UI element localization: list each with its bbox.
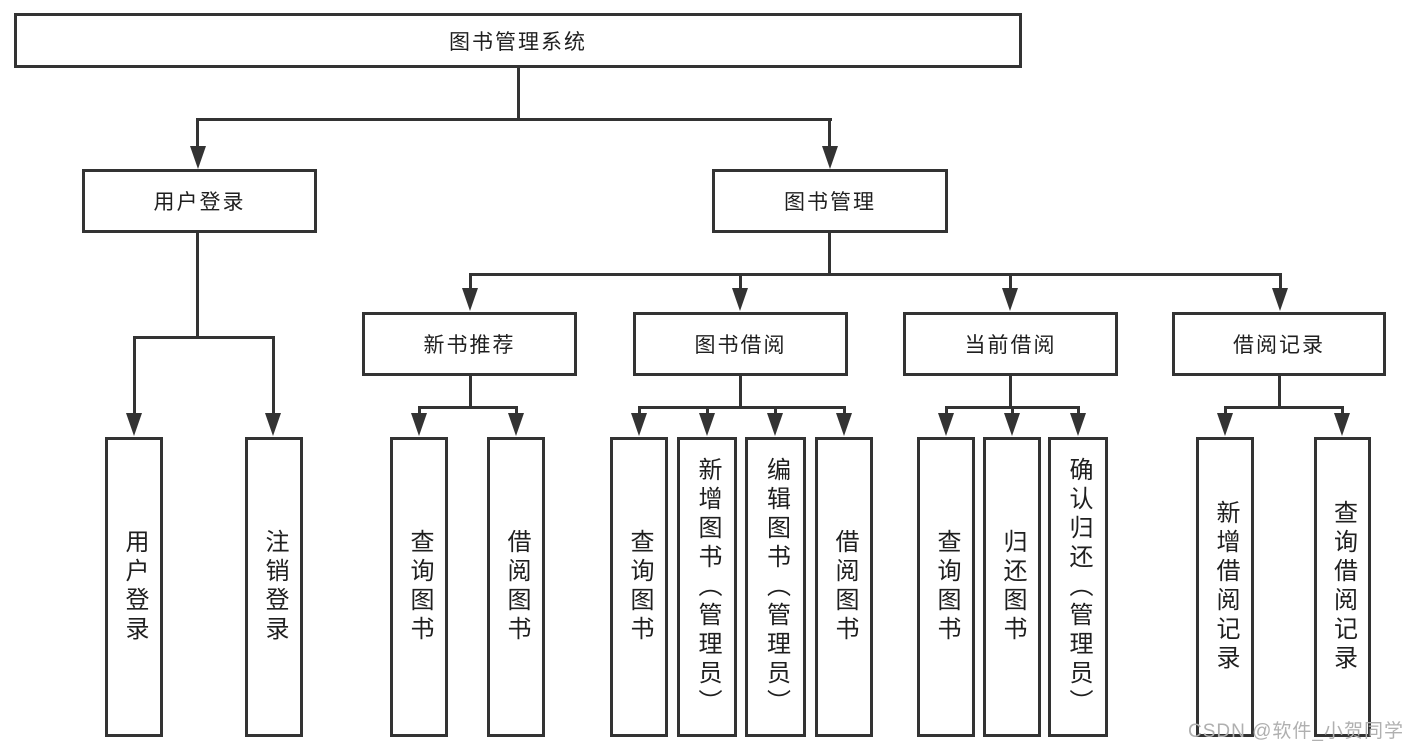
connector-drop-book-mgmt xyxy=(828,118,831,150)
arrowhead-cb-query xyxy=(938,413,954,436)
connector-drop-bb-edit xyxy=(774,406,777,418)
connector-root-stem xyxy=(517,67,520,120)
leaf-nb-query-books: 查询图书 xyxy=(390,437,448,737)
connector-drop-cb-query xyxy=(945,406,948,418)
arrowhead-cb-confirm xyxy=(1070,413,1086,436)
node-user-login-branch: 用户登录 xyxy=(82,169,317,233)
arrowhead-bb-query xyxy=(631,413,647,436)
arrowhead-bb-add xyxy=(699,413,715,436)
connector-borrow-record-hline xyxy=(1224,406,1344,409)
arrowhead-leaf-logout xyxy=(265,413,281,436)
connector-level1-hline xyxy=(196,118,832,121)
connector-drop-bb-borrow xyxy=(843,406,846,418)
arrowhead-cb-return xyxy=(1004,413,1020,436)
connector-drop-nb-borrow xyxy=(515,406,518,418)
arrowhead-user-login xyxy=(190,146,206,169)
arrowhead-new-book xyxy=(462,288,478,311)
leaf-bb-edit-books-admin: 编辑图书（管理员） xyxy=(745,437,806,737)
arrowhead-borrow-record xyxy=(1272,288,1288,311)
connector-drop-borrow-record xyxy=(1279,273,1282,293)
node-current-borrow: 当前借阅 xyxy=(903,312,1118,376)
connector-book-borrow-hline xyxy=(638,406,846,409)
arrowhead-nb-query xyxy=(411,413,427,436)
node-library-management-system: 图书管理系统 xyxy=(14,13,1022,68)
connector-drop-new-book xyxy=(469,273,472,293)
connector-book-mgmt-stem xyxy=(828,233,831,275)
leaf-user-login: 用户登录 xyxy=(105,437,163,737)
arrowhead-bb-borrow xyxy=(836,413,852,436)
connector-new-book-hline xyxy=(418,406,518,409)
leaf-br-query-borrow-record: 查询借阅记录 xyxy=(1314,437,1371,737)
connector-user-login-hline xyxy=(133,336,275,339)
connector-drop-book-borrow xyxy=(739,273,742,293)
node-book-borrow: 图书借阅 xyxy=(633,312,848,376)
node-book-mgmt-branch: 图书管理 xyxy=(712,169,948,233)
arrowhead-current-borrow xyxy=(1002,288,1018,311)
leaf-bb-add-books-admin: 新增图书（管理员） xyxy=(677,437,737,737)
csdn-watermark: CSDN @软件_小贺同学 xyxy=(1188,721,1404,742)
leaf-bb-borrow-books: 借阅图书 xyxy=(815,437,873,737)
connector-new-book-stem xyxy=(469,376,472,408)
connector-current-borrow-stem xyxy=(1009,376,1012,408)
leaf-cb-confirm-return-admin: 确认归还（管理员） xyxy=(1048,437,1108,737)
arrowhead-br-add xyxy=(1217,413,1233,436)
connector-level3-hline xyxy=(469,273,1282,276)
connector-drop-nb-query xyxy=(418,406,421,418)
leaf-cb-query-books: 查询图书 xyxy=(917,437,975,737)
connector-drop-br-query xyxy=(1341,406,1344,418)
connector-drop-cb-confirm xyxy=(1077,406,1080,418)
connector-book-borrow-stem xyxy=(739,376,742,408)
connector-borrow-record-stem xyxy=(1278,376,1281,408)
arrowhead-book-mgmt xyxy=(822,146,838,169)
connector-drop-leaf-user-login xyxy=(133,336,136,414)
arrowhead-bb-edit xyxy=(767,413,783,436)
connector-drop-cb-return xyxy=(1011,406,1014,418)
leaf-bb-query-books: 查询图书 xyxy=(610,437,668,737)
arrowhead-br-query xyxy=(1334,413,1350,436)
connector-drop-leaf-logout xyxy=(272,336,275,414)
leaf-cb-return-books: 归还图书 xyxy=(983,437,1041,737)
node-new-book-recommend: 新书推荐 xyxy=(362,312,577,376)
connector-drop-current-borrow xyxy=(1009,273,1012,293)
connector-drop-bb-add xyxy=(706,406,709,418)
leaf-nb-borrow-books: 借阅图书 xyxy=(487,437,545,737)
arrowhead-nb-borrow xyxy=(508,413,524,436)
arrowhead-book-borrow xyxy=(732,288,748,311)
connector-user-login-stem xyxy=(196,233,199,338)
node-borrow-record: 借阅记录 xyxy=(1172,312,1386,376)
connector-drop-br-add xyxy=(1224,406,1227,418)
leaf-br-add-borrow-record: 新增借阅记录 xyxy=(1196,437,1254,737)
connector-drop-user-login xyxy=(196,118,199,150)
leaf-logout-login: 注销登录 xyxy=(245,437,303,737)
connector-drop-bb-query xyxy=(638,406,641,418)
arrowhead-leaf-user-login xyxy=(126,413,142,436)
